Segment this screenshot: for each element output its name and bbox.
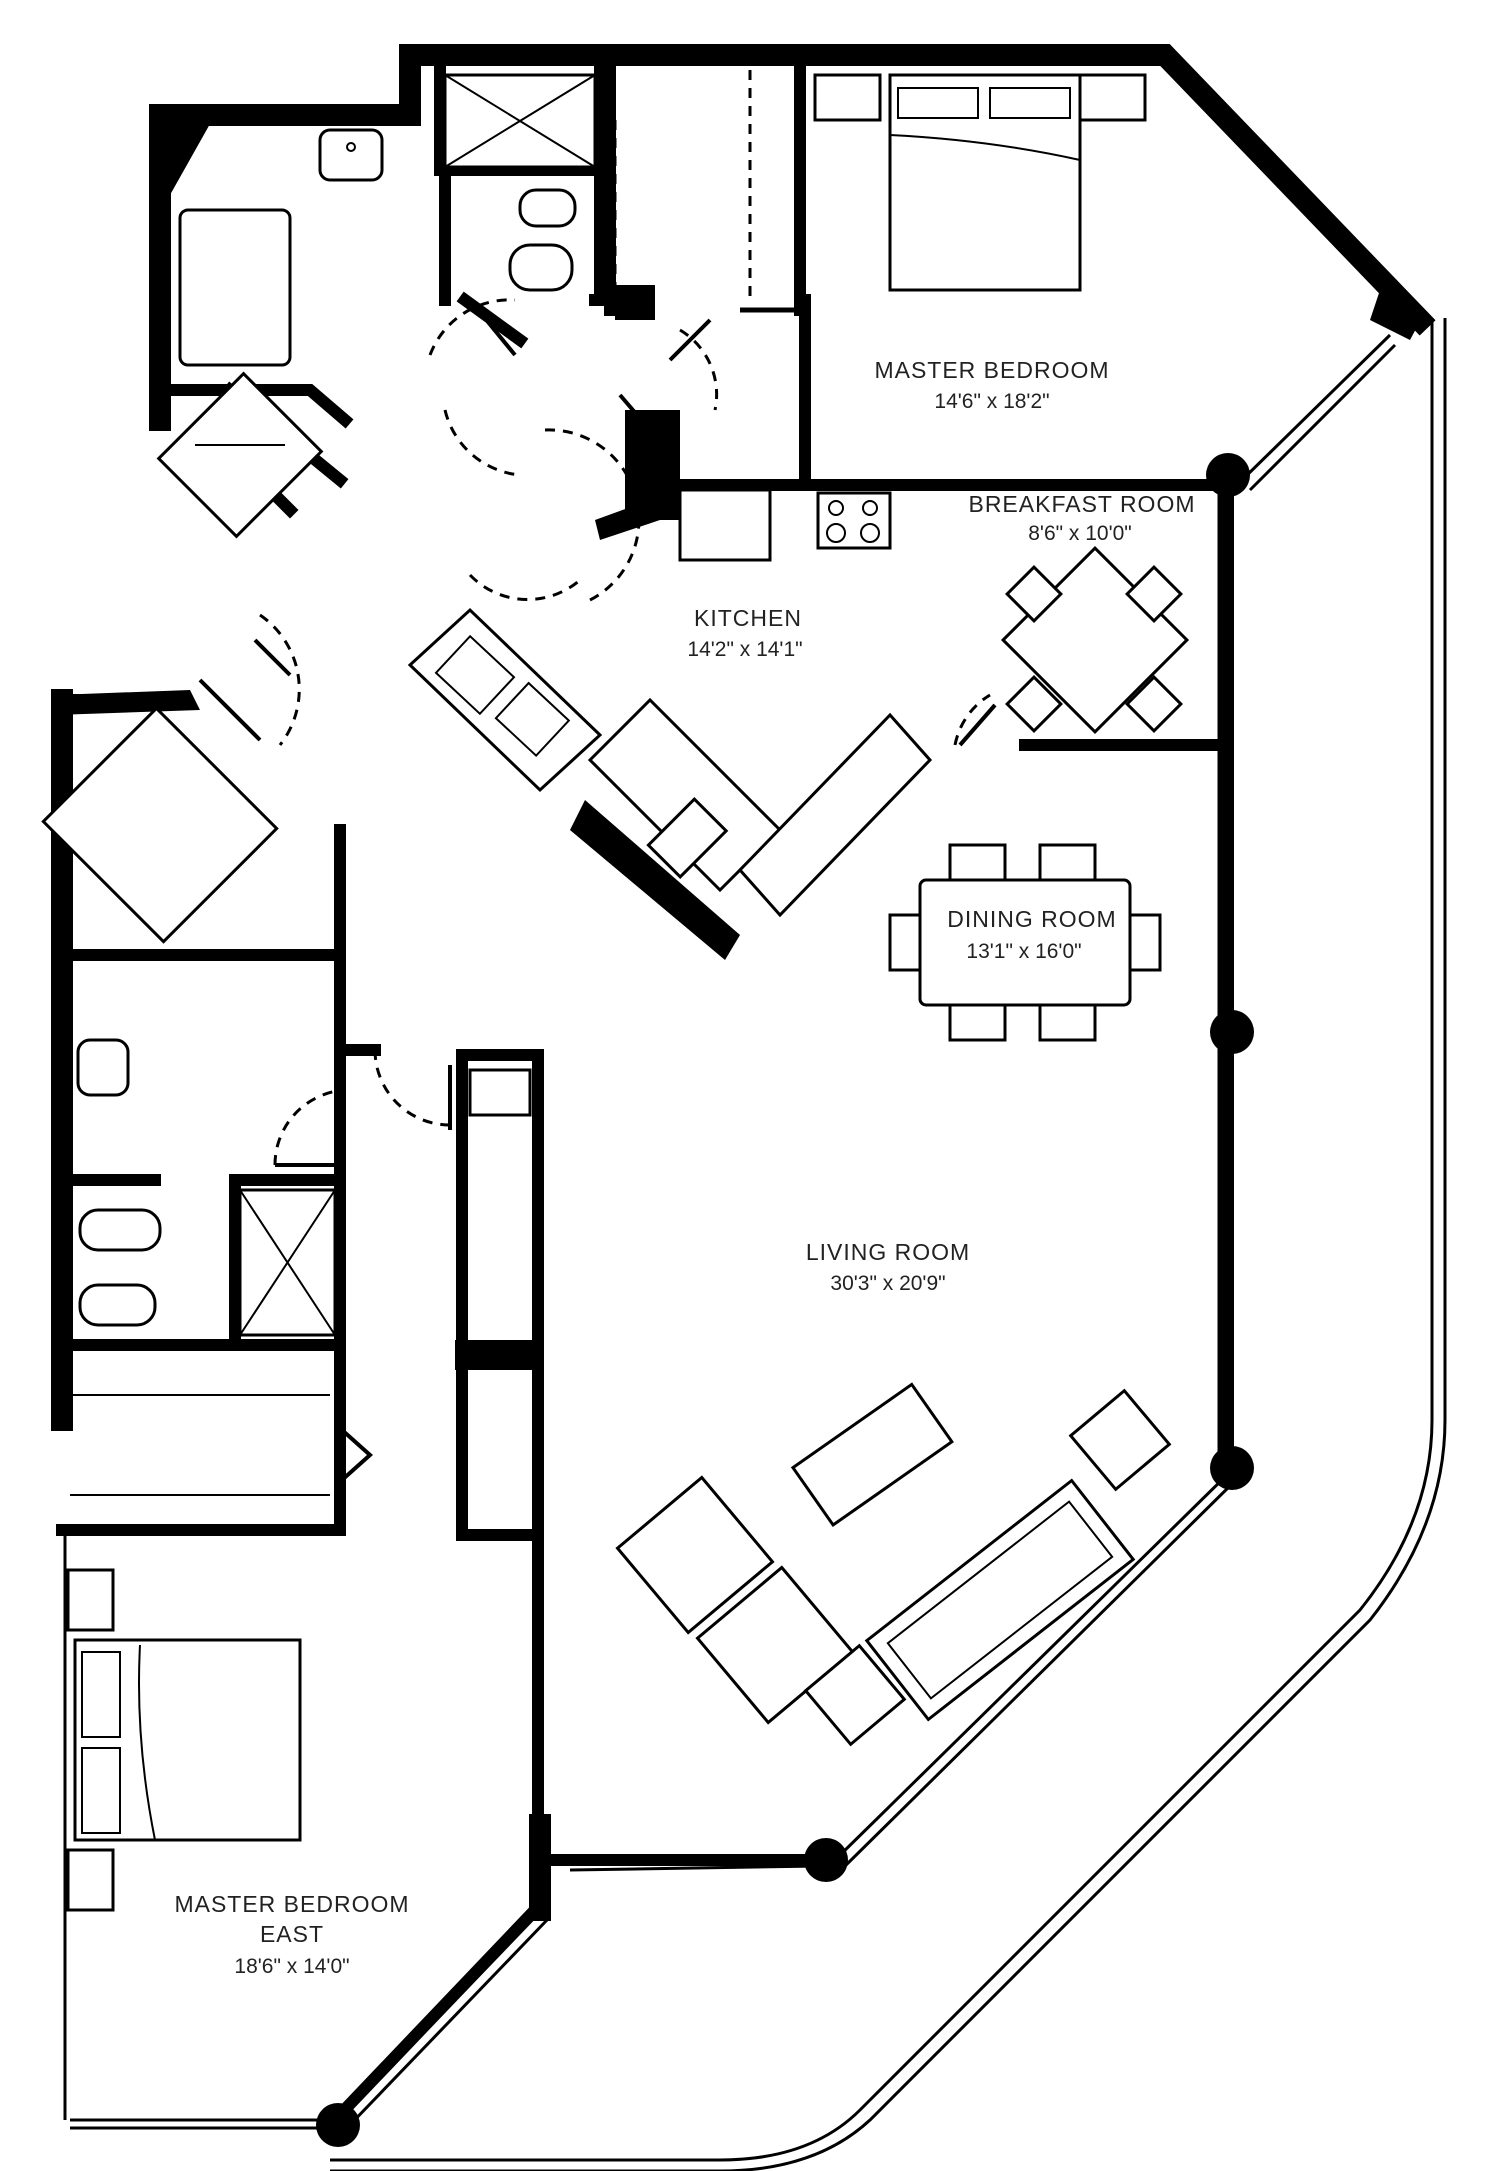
side-table	[1068, 1388, 1172, 1492]
linen-shower	[156, 371, 324, 539]
toilet	[78, 1208, 162, 1252]
room-labels: MASTER BEDROOM 14'6" x 18'2" BREAKFAST R…	[174, 357, 1195, 1978]
chair	[1038, 843, 1097, 882]
master-bedroom-furniture	[613, 70, 1147, 305]
chair	[1005, 675, 1063, 733]
label-living-room: LIVING ROOM	[806, 1239, 970, 1265]
column	[804, 1838, 848, 1882]
vanity-sink	[76, 1038, 130, 1097]
peninsula	[737, 712, 933, 918]
refrigerator	[678, 488, 772, 562]
chair	[948, 843, 1007, 882]
balcony-railing	[330, 318, 1447, 2171]
nightstand	[1078, 73, 1147, 122]
door-swings	[198, 298, 997, 1482]
dining-furniture	[888, 843, 1162, 1042]
sofa	[864, 1478, 1136, 1722]
chair	[1005, 565, 1063, 623]
ottoman	[803, 1643, 907, 1747]
chair	[1125, 565, 1183, 623]
chair	[1038, 1003, 1097, 1042]
toilet	[508, 243, 574, 292]
kitchen-sink	[646, 796, 729, 880]
breakfast-furniture	[1000, 545, 1190, 735]
label-kitchen: KITCHEN	[694, 605, 802, 631]
nightstand	[813, 73, 882, 122]
dims-breakfast-room: 8'6" x 10'0"	[1028, 522, 1132, 545]
chair	[1128, 913, 1162, 972]
dims-kitchen: 14'2" x 14'1"	[687, 638, 802, 661]
coffee-table	[790, 1382, 954, 1528]
label-master-bedroom: MASTER BEDROOM	[874, 357, 1109, 383]
window-glazing	[63, 333, 1397, 2132]
vanity-sink	[318, 128, 384, 182]
chair	[948, 1003, 1007, 1042]
column	[1210, 1010, 1254, 1054]
master-bath-fixtures	[156, 73, 597, 539]
chair	[888, 913, 922, 972]
living-furniture	[615, 1382, 1172, 1747]
label-breakfast-room: BREAKFAST ROOM	[968, 491, 1195, 517]
structural-columns	[316, 453, 1254, 2147]
column	[1206, 453, 1250, 497]
chair	[1125, 675, 1183, 733]
dims-master-bedroom: 14'6" x 18'2"	[934, 390, 1049, 413]
label-master-bedroom-east: MASTER BEDROOM	[174, 1891, 409, 1917]
label-master-bedroom-east-line2: EAST	[260, 1921, 324, 1947]
nightstand	[66, 1848, 115, 1912]
bathtub	[41, 706, 279, 944]
dims-living-room: 30'3" x 20'9"	[830, 1272, 945, 1295]
column	[1210, 1446, 1254, 1490]
bed	[888, 73, 1082, 292]
bidet	[78, 1283, 157, 1327]
armchair	[615, 1475, 775, 1635]
kitchen-counter	[407, 607, 603, 793]
dims-dining-room: 13'1" x 16'0"	[966, 940, 1081, 963]
bedroom-east-furniture	[66, 1568, 302, 1912]
label-dining-room: DINING ROOM	[947, 906, 1116, 932]
kitchen-fixtures	[407, 488, 933, 918]
hall-cabinet	[468, 1068, 532, 1117]
bathtub	[178, 208, 292, 367]
interior-walls	[56, 49, 1234, 2134]
bed	[73, 1638, 302, 1842]
bidet	[518, 188, 577, 228]
east-bath-fixtures	[41, 706, 532, 1496]
nightstand	[66, 1568, 115, 1632]
column	[316, 2103, 360, 2147]
door-leaf	[468, 298, 517, 357]
door-swing	[428, 298, 516, 356]
dims-master-bedroom-east: 18'6" x 14'0"	[234, 1955, 349, 1978]
